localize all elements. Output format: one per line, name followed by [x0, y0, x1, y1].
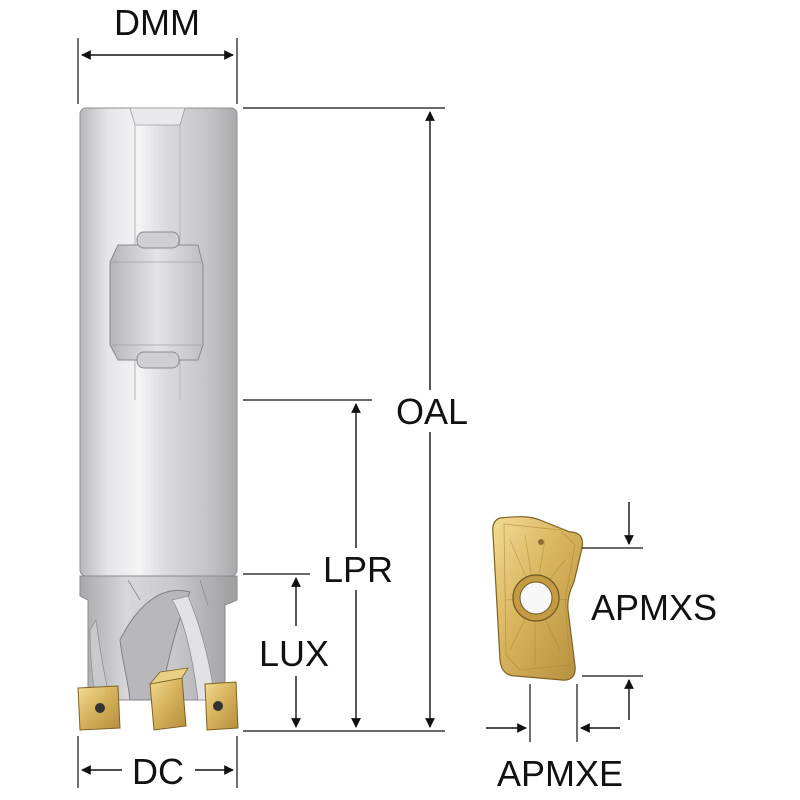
dmm-label: DMM — [114, 2, 200, 43]
apmxs-label: APMXS — [591, 587, 717, 628]
oal-label: OAL — [396, 391, 468, 432]
insert-screw-icon — [213, 701, 223, 711]
dim-oal: OAL — [243, 107, 468, 732]
dc-label: DC — [132, 751, 184, 792]
head-insert-right — [204, 681, 239, 731]
apmxe-label: APMXE — [497, 753, 623, 794]
lux-label: LUX — [259, 633, 329, 674]
head-insert-left — [77, 685, 121, 731]
dim-lpr: LPR — [243, 399, 393, 728]
clamping-flat — [109, 231, 204, 369]
lpr-label: LPR — [323, 549, 393, 590]
dim-apmxs: APMXS — [582, 502, 717, 720]
dim-dc: DC — [77, 736, 238, 792]
cutter-head — [79, 575, 238, 701]
dim-lux: LUX — [243, 573, 329, 728]
tool-shank — [79, 107, 238, 577]
insert-mark-icon — [538, 539, 544, 545]
insert-detail — [492, 516, 584, 681]
insert-screw-icon — [95, 703, 105, 713]
insert-hole-icon — [519, 581, 553, 615]
dim-dmm: DMM — [77, 2, 238, 104]
dim-apmxe: APMXE — [486, 684, 623, 794]
head-insert-middle — [148, 667, 189, 731]
